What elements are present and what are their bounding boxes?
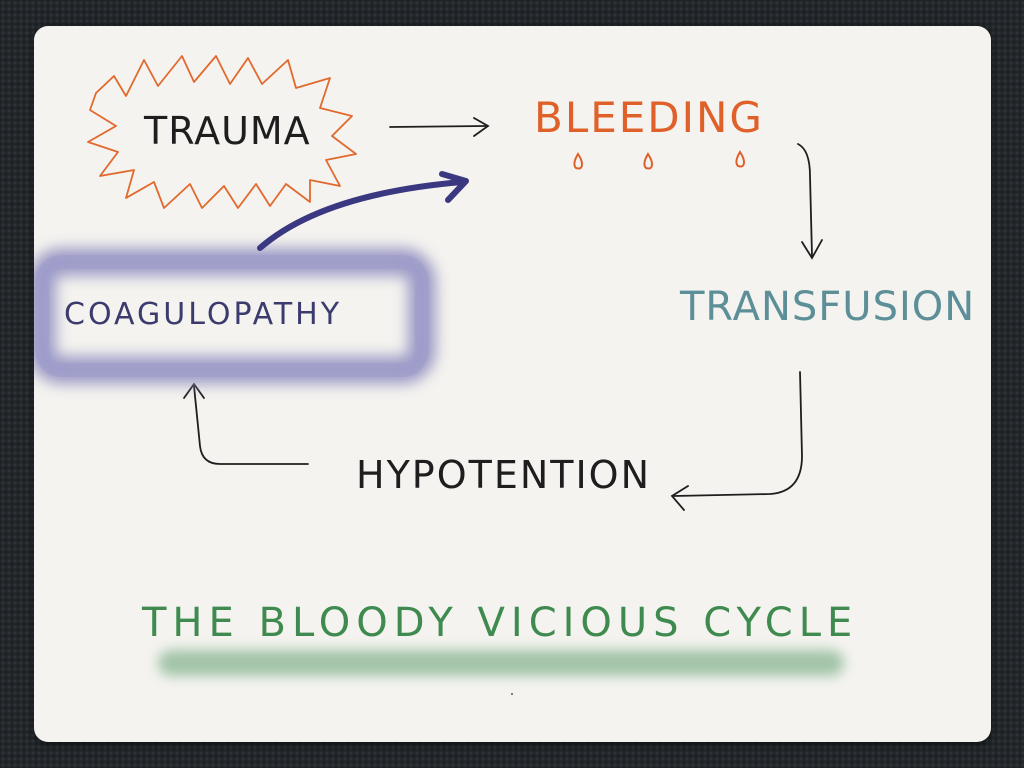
whiteboard: TRAUMA BLEEDING TRANSFUSION HYPOTENTION bbox=[34, 26, 991, 742]
blood-drop bbox=[735, 150, 746, 168]
arrow-bleeding-to-transfusion bbox=[797, 143, 823, 260]
ink-dot bbox=[511, 693, 513, 695]
bleeding-label: BLEEDING bbox=[534, 93, 764, 142]
arrow-trauma-to-bleeding bbox=[389, 117, 490, 137]
caption-underline bbox=[158, 650, 844, 676]
arrow-coagulopathy-to-bleeding bbox=[257, 171, 469, 251]
arrow-hypotention-to-coagulopathy bbox=[183, 382, 309, 465]
transfusion-label: TRANSFUSION bbox=[679, 284, 975, 330]
caption-title: THE BLOODY VICIOUS CYCLE bbox=[141, 600, 858, 646]
blood-drop bbox=[643, 152, 654, 170]
blood-drop bbox=[573, 152, 584, 170]
coagulopathy-label: COAGULOPATHY bbox=[64, 297, 342, 332]
trauma-burst-shape bbox=[87, 55, 357, 209]
blood-drops bbox=[573, 150, 746, 170]
hypotention-label: HYPOTENTION bbox=[356, 453, 651, 497]
arrow-transfusion-to-hypotention bbox=[670, 371, 803, 511]
trauma-label: TRAUMA bbox=[143, 109, 311, 153]
coagulopathy-highlight bbox=[34, 248, 436, 384]
diagram-canvas: TRAUMA BLEEDING TRANSFUSION HYPOTENTION bbox=[34, 55, 975, 695]
